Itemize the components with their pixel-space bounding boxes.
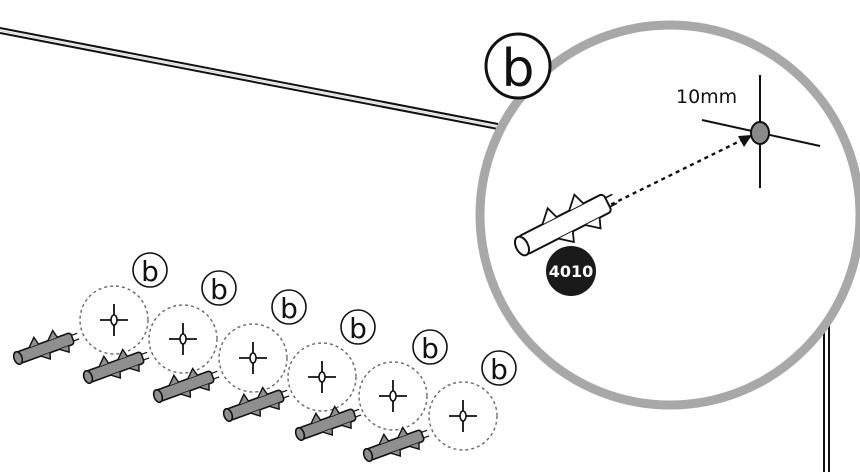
drill-hole-crosshair bbox=[701, 75, 821, 188]
anchor-point-1: b bbox=[8, 252, 168, 372]
anchor-label-4: b bbox=[349, 312, 367, 345]
anchor-label-1: b bbox=[141, 255, 159, 288]
insertion-arrow bbox=[603, 135, 752, 210]
anchor-point-2: b bbox=[78, 270, 237, 391]
anchor-point-6: b bbox=[358, 350, 517, 469]
anchor-point-3: b bbox=[148, 289, 307, 410]
part-code-badge: 4010 bbox=[546, 246, 596, 296]
detail-label-callout: b bbox=[484, 32, 552, 100]
anchor-label-6: b bbox=[490, 353, 508, 386]
detail-magnifier: 10mm 4010 bbox=[475, 20, 860, 410]
wall-outline bbox=[0, 27, 830, 472]
anchor-label-2: b bbox=[210, 273, 228, 306]
hole-diameter-label: 10mm bbox=[676, 86, 737, 108]
anchor-label-3: b bbox=[280, 292, 298, 325]
detail-label-text: b bbox=[501, 39, 534, 99]
part-code-text: 4010 bbox=[549, 262, 594, 281]
wall-plug-detail bbox=[513, 192, 618, 257]
anchor-point-5: b bbox=[290, 329, 448, 448]
anchor-point-4: b bbox=[218, 309, 376, 429]
anchor-label-5: b bbox=[421, 332, 439, 365]
